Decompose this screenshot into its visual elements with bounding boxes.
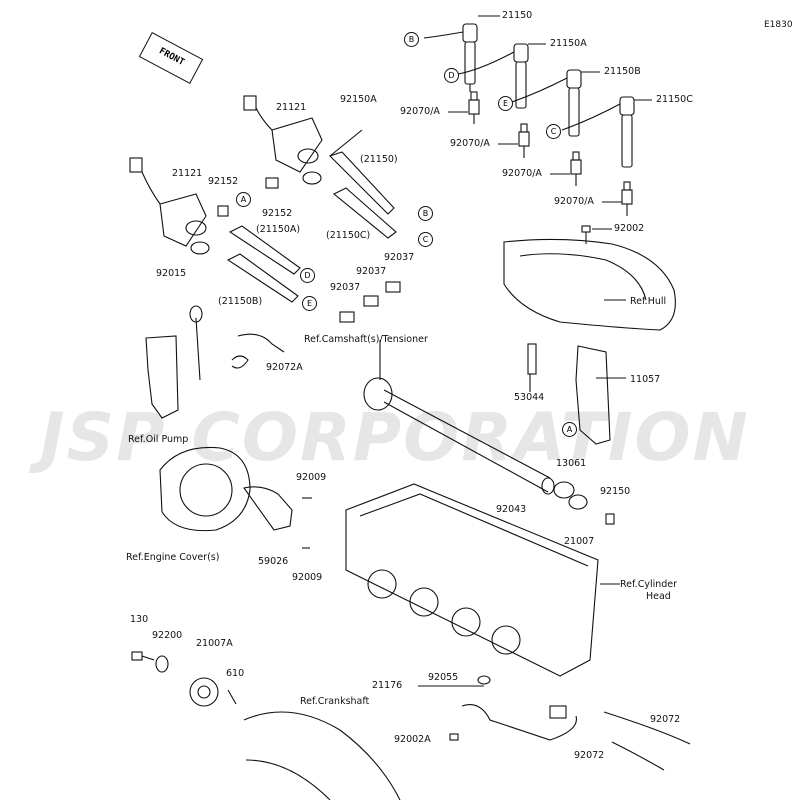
callout-d: D bbox=[444, 68, 459, 83]
spark-plug-1 bbox=[468, 91, 480, 124]
callout-b-2: B bbox=[418, 206, 433, 221]
label-92072-b: 92072 bbox=[574, 750, 605, 761]
label-ref-hull: Ref.Hull bbox=[630, 296, 667, 307]
callout-b: B bbox=[404, 32, 419, 47]
label-21150C: 21150C bbox=[656, 94, 693, 105]
callout-c: C bbox=[546, 124, 561, 139]
label-ref-cylinder-head-1: Ref.Cylinder bbox=[620, 579, 678, 590]
label-21150A: 21150A bbox=[550, 38, 587, 49]
plug-cap-21150C bbox=[619, 96, 635, 168]
label-21007A: 21007A bbox=[196, 638, 233, 649]
label-21121-left: 21121 bbox=[172, 168, 203, 179]
label-21150: 21150 bbox=[502, 10, 533, 21]
callout-d-2: D bbox=[300, 268, 315, 283]
label-92043: 92043 bbox=[496, 504, 527, 515]
callout-c-2: C bbox=[418, 232, 433, 247]
label-21176: 21176 bbox=[372, 680, 403, 691]
label-11057: 11057 bbox=[630, 374, 661, 385]
callout-e-2: E bbox=[302, 296, 317, 311]
label-92037-c: 92037 bbox=[330, 282, 361, 293]
label-92037-a: 92037 bbox=[384, 252, 415, 263]
label-92200: 92200 bbox=[152, 630, 183, 641]
label-ref-cylinder-head-2: Head bbox=[646, 591, 671, 602]
label-92037-b: 92037 bbox=[356, 266, 387, 277]
plug-cap-21150 bbox=[462, 23, 478, 92]
label-ref-crankshaft: Ref.Crankshaft bbox=[300, 696, 370, 707]
label-92072A: 92072A bbox=[266, 362, 303, 373]
label-92150: 92150 bbox=[600, 486, 631, 497]
label-ref-camshaft: Ref.Camshaft(s)/Tensioner bbox=[304, 334, 428, 345]
callout-a: A bbox=[236, 192, 251, 207]
label-21150A-paren: (21150A) bbox=[256, 224, 301, 235]
callout-e: E bbox=[498, 96, 513, 111]
label-92150A: 92150A bbox=[340, 94, 377, 105]
label-92055: 92055 bbox=[428, 672, 459, 683]
label-610: 610 bbox=[226, 668, 245, 679]
label-92070A-3: 92070/A bbox=[502, 168, 542, 179]
label-53044: 53044 bbox=[514, 392, 545, 403]
label-92072-a: 92072 bbox=[650, 714, 681, 725]
label-92002: 92002 bbox=[614, 223, 645, 234]
label-92009-b: 92009 bbox=[292, 572, 323, 583]
label-92002A: 92002A bbox=[394, 734, 431, 745]
ignition-coil-left bbox=[129, 157, 210, 255]
label-ref-oil-pump: Ref.Oil Pump bbox=[128, 434, 189, 445]
label-92070A-2: 92070/A bbox=[450, 138, 490, 149]
label-21150B: 21150B bbox=[604, 66, 641, 77]
diagram-code: E1830 bbox=[764, 20, 793, 30]
callout-a-2: A bbox=[562, 422, 577, 437]
cylinder-head bbox=[345, 483, 599, 677]
plug-cap-21150A bbox=[513, 43, 529, 109]
label-13061: 13061 bbox=[556, 458, 587, 469]
spark-plug-4 bbox=[621, 181, 633, 216]
camshaft bbox=[363, 377, 555, 495]
label-92070A-4: 92070/A bbox=[554, 196, 594, 207]
label-92015: 92015 bbox=[156, 268, 187, 279]
label-21150B-paren: (21150B) bbox=[218, 296, 263, 307]
label-ref-engine-cover: Ref.Engine Cover(s) bbox=[126, 552, 220, 563]
label-21007: 21007 bbox=[564, 536, 595, 547]
label-21121-top: 21121 bbox=[276, 102, 307, 113]
label-92152-a: 92152 bbox=[208, 176, 239, 187]
label-130: 130 bbox=[130, 614, 149, 625]
ignition-coil-upper bbox=[243, 95, 323, 185]
label-59026: 59026 bbox=[258, 556, 289, 567]
label-92070A-1: 92070/A bbox=[400, 106, 440, 117]
label-92009-a: 92009 bbox=[296, 472, 327, 483]
label-21150-paren: (21150) bbox=[360, 154, 398, 165]
spark-plug-3 bbox=[570, 151, 582, 186]
label-21150C-paren: (21150C) bbox=[326, 230, 371, 241]
plug-cap-21150B bbox=[566, 69, 582, 137]
label-92152-b: 92152 bbox=[262, 208, 293, 219]
spark-plug-2 bbox=[518, 123, 530, 158]
